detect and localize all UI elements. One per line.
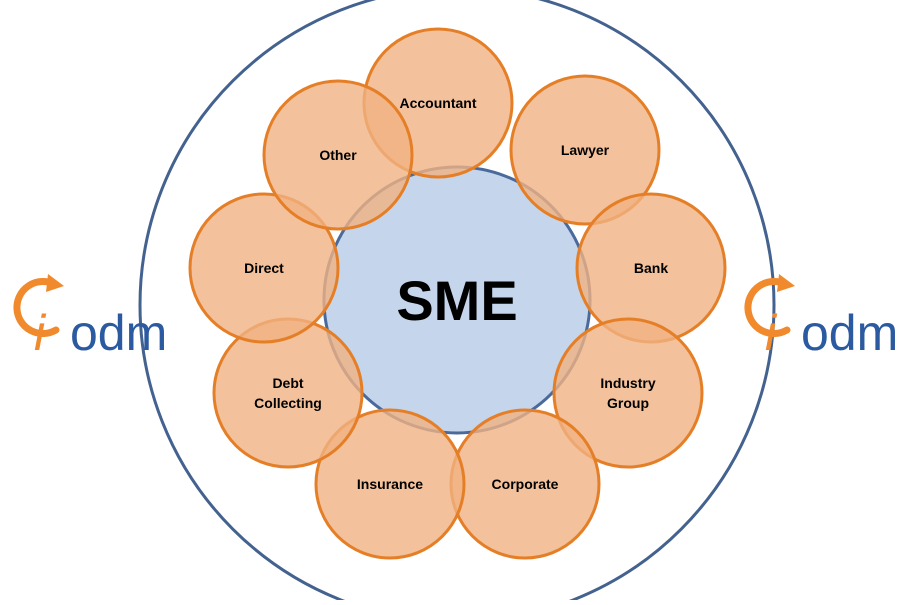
node-bank: Bank — [575, 192, 727, 344]
node-label: Group — [607, 395, 649, 411]
logo-swirl-icon — [744, 278, 791, 337]
logo-arrow-icon — [777, 274, 795, 292]
node-insurance: Insurance — [314, 408, 466, 560]
node-label: Collecting — [254, 395, 322, 411]
node-ring: AccountantLawyerBankIndustryGroupCorpora… — [188, 27, 727, 560]
logo-word: odm — [801, 305, 898, 361]
node-circle — [509, 74, 661, 226]
node-corporate: Corporate — [449, 408, 601, 560]
iodm-logo-right: i odm — [744, 274, 898, 361]
node-lawyer: Lawyer — [509, 74, 661, 226]
logo-mark: i — [765, 305, 778, 361]
node-circle — [552, 317, 704, 469]
node-label: Corporate — [492, 476, 559, 492]
node-label: Accountant — [400, 95, 477, 111]
logo-swirl-icon — [13, 278, 60, 337]
node-label: Other — [319, 147, 357, 163]
node-direct: Direct — [188, 192, 340, 344]
logo-arrow-icon — [46, 274, 64, 292]
iodm-logo-left: i odm — [13, 274, 167, 361]
node-label: Lawyer — [561, 142, 610, 158]
outer-ring — [138, 0, 776, 605]
node-circle — [188, 192, 340, 344]
logo-mark: i — [34, 305, 47, 361]
node-other: Other — [262, 79, 414, 231]
center-label: SME — [396, 269, 517, 332]
logo-word: odm — [70, 305, 167, 361]
node-circle — [212, 317, 364, 469]
node-label: Industry — [600, 375, 655, 391]
node-circle — [314, 408, 466, 560]
node-circle — [262, 79, 414, 231]
node-label: Debt — [272, 375, 303, 391]
node-label: Direct — [244, 260, 284, 276]
node-label: Bank — [634, 260, 668, 276]
node-label: Insurance — [357, 476, 423, 492]
